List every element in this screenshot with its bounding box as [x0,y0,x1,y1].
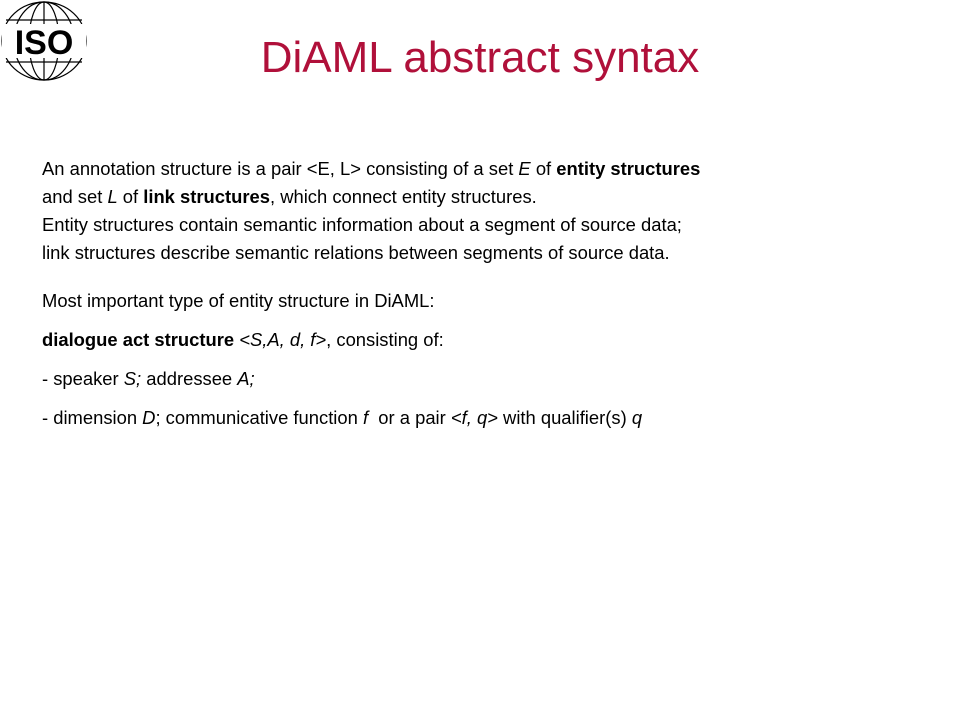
italic-symbol: A; [237,368,255,389]
text-span: addressee [141,368,238,389]
definition-paragraph: An annotation structure is a pair <E, L>… [42,155,922,267]
entity-structure-list: Most important type of entity structure … [42,287,922,432]
iso-logo: ISO [0,0,88,82]
bold-term: entity structures [556,158,701,179]
list-item: Most important type of entity structure … [42,290,435,311]
italic-symbol: q [631,407,643,428]
text-span: ; communicative function [155,407,363,428]
italic-symbol: E [518,158,531,179]
paragraph-line-3: Entity structures contain semantic infor… [42,214,682,235]
text-span: of [530,158,557,179]
text-span: of [117,186,144,207]
text-span: and set [42,186,108,207]
paragraph-line-2: and set L of link structures, which conn… [42,183,922,211]
list-item: - dimension D; communicative function f … [42,404,922,432]
bold-term: dialogue act structure [42,329,235,350]
list-item: - speaker S; addressee A; [42,365,922,393]
italic-symbol: L [107,186,118,207]
italic-symbol: D [142,407,156,428]
paragraph-line-1: An annotation structure is a pair <E, L>… [42,155,922,183]
italic-symbol: <f, q> [450,407,498,428]
bold-term: link structures [143,186,270,207]
logo-text: ISO [15,24,74,62]
globe-icon: ISO [1,1,87,81]
italic-symbol: <S,A, d, f> [239,329,327,350]
text-span: consisting of a set [360,158,519,179]
text-span: - dimension [42,407,143,428]
text-span: An annotation structure is a pair [42,158,307,179]
italic-symbol: f [362,407,369,428]
text-span: or a pair [368,407,451,428]
slide-body: An annotation structure is a pair <E, L>… [42,155,922,443]
text-span: with qualifier(s) [497,407,632,428]
list-item: dialogue act structure <S,A, d, f>, cons… [42,326,922,354]
text-span: <E, L> [306,158,361,179]
page-title: DiAML abstract syntax [260,33,700,82]
text-span: , consisting of: [326,329,444,350]
text-span: , which connect entity structures. [269,186,537,207]
text-span: - speaker [42,368,124,389]
paragraph-line-4: link structures describe semantic relati… [42,242,670,263]
italic-symbol: S; [123,368,142,389]
